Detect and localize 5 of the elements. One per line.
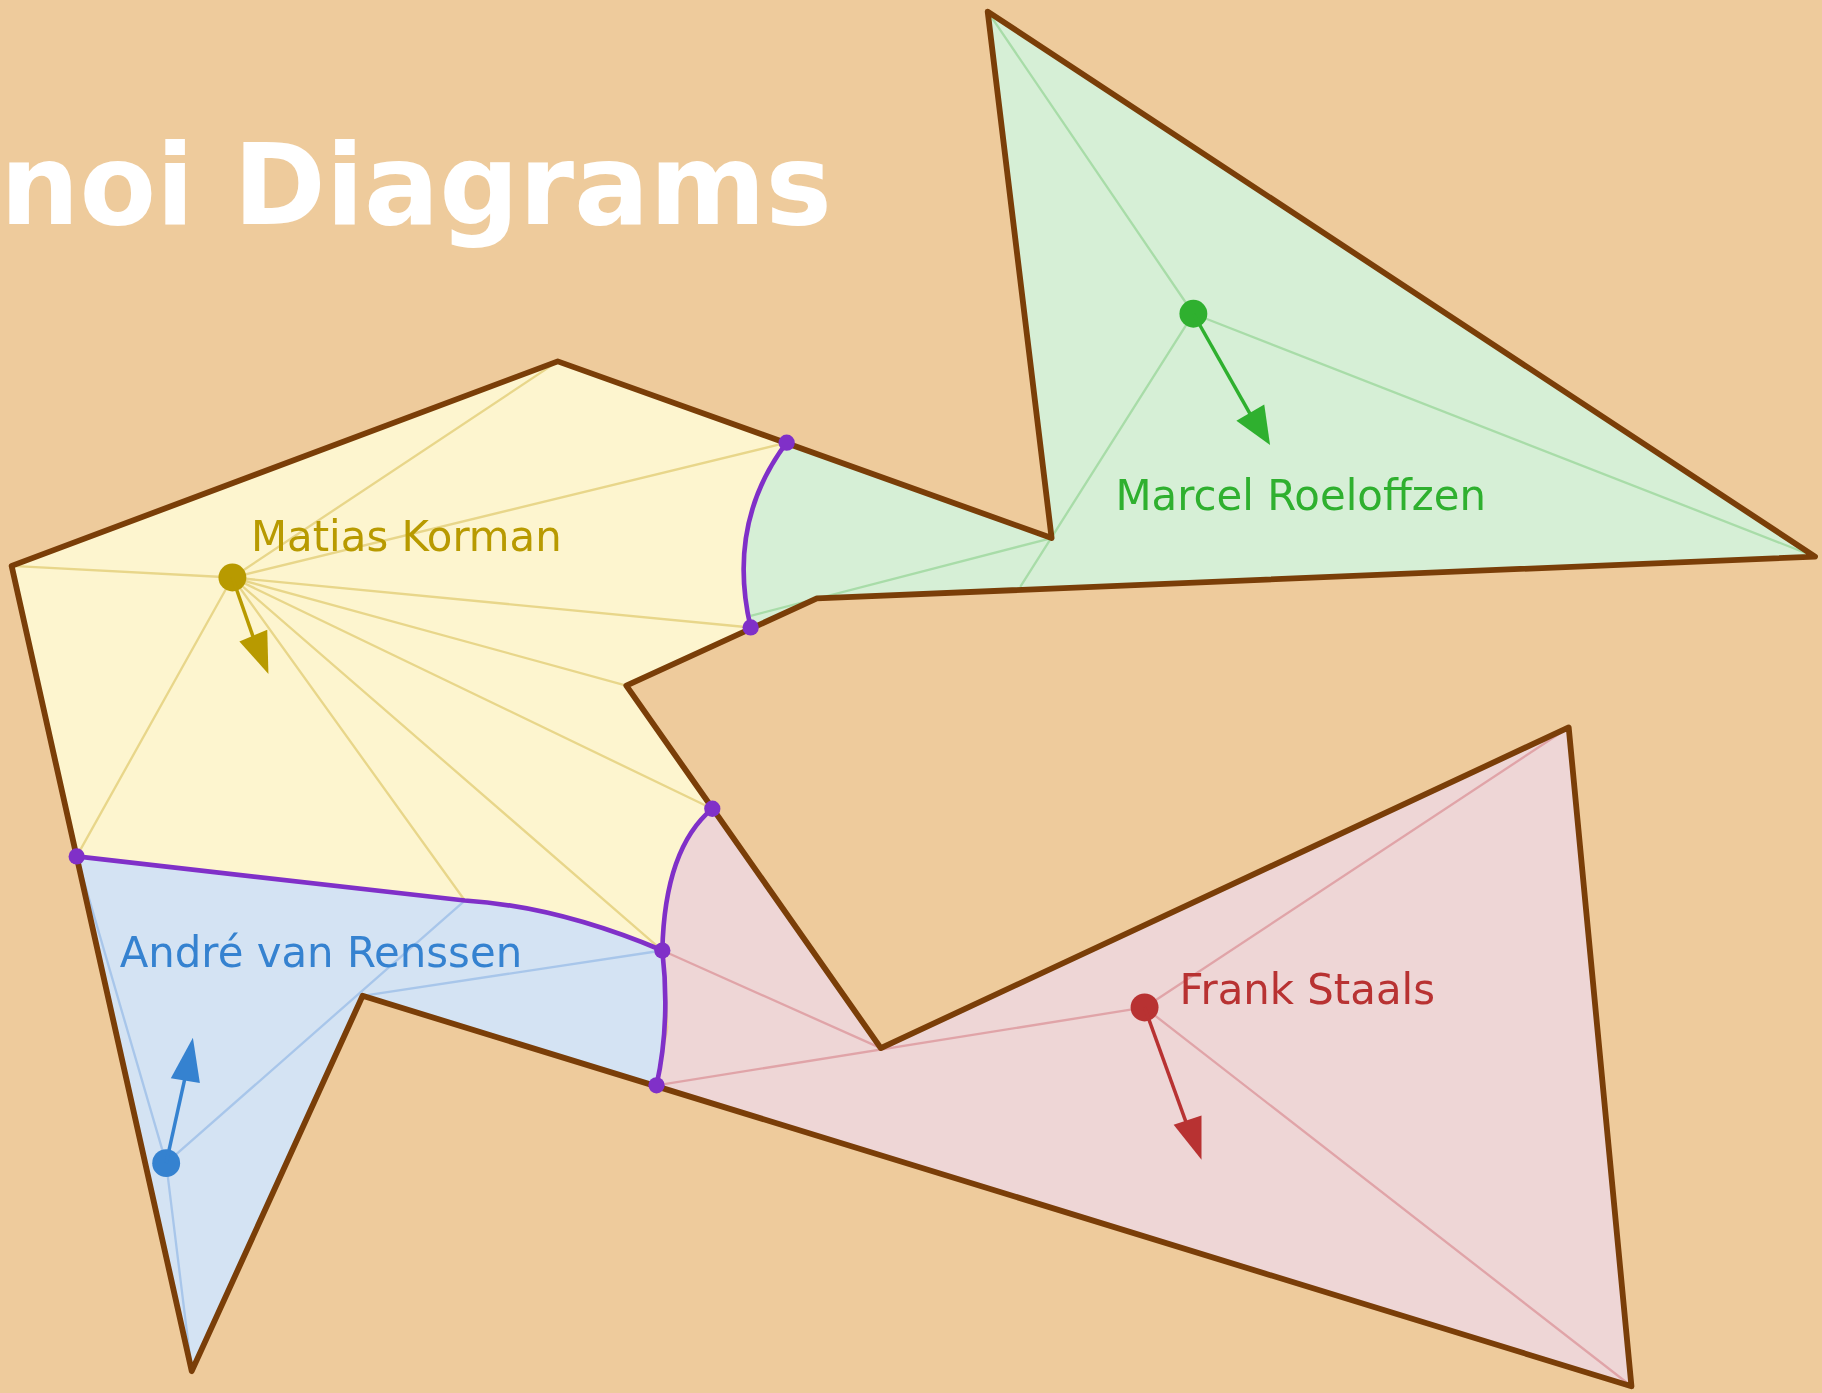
site-label: André van Renssen bbox=[119, 927, 523, 978]
site-label: Matias Korman bbox=[251, 511, 562, 562]
site-label: Frank Staals bbox=[1179, 964, 1435, 1015]
diagram-title: noi Diagrams bbox=[0, 125, 832, 249]
site-label: Marcel Roeloffzen bbox=[1115, 470, 1486, 521]
